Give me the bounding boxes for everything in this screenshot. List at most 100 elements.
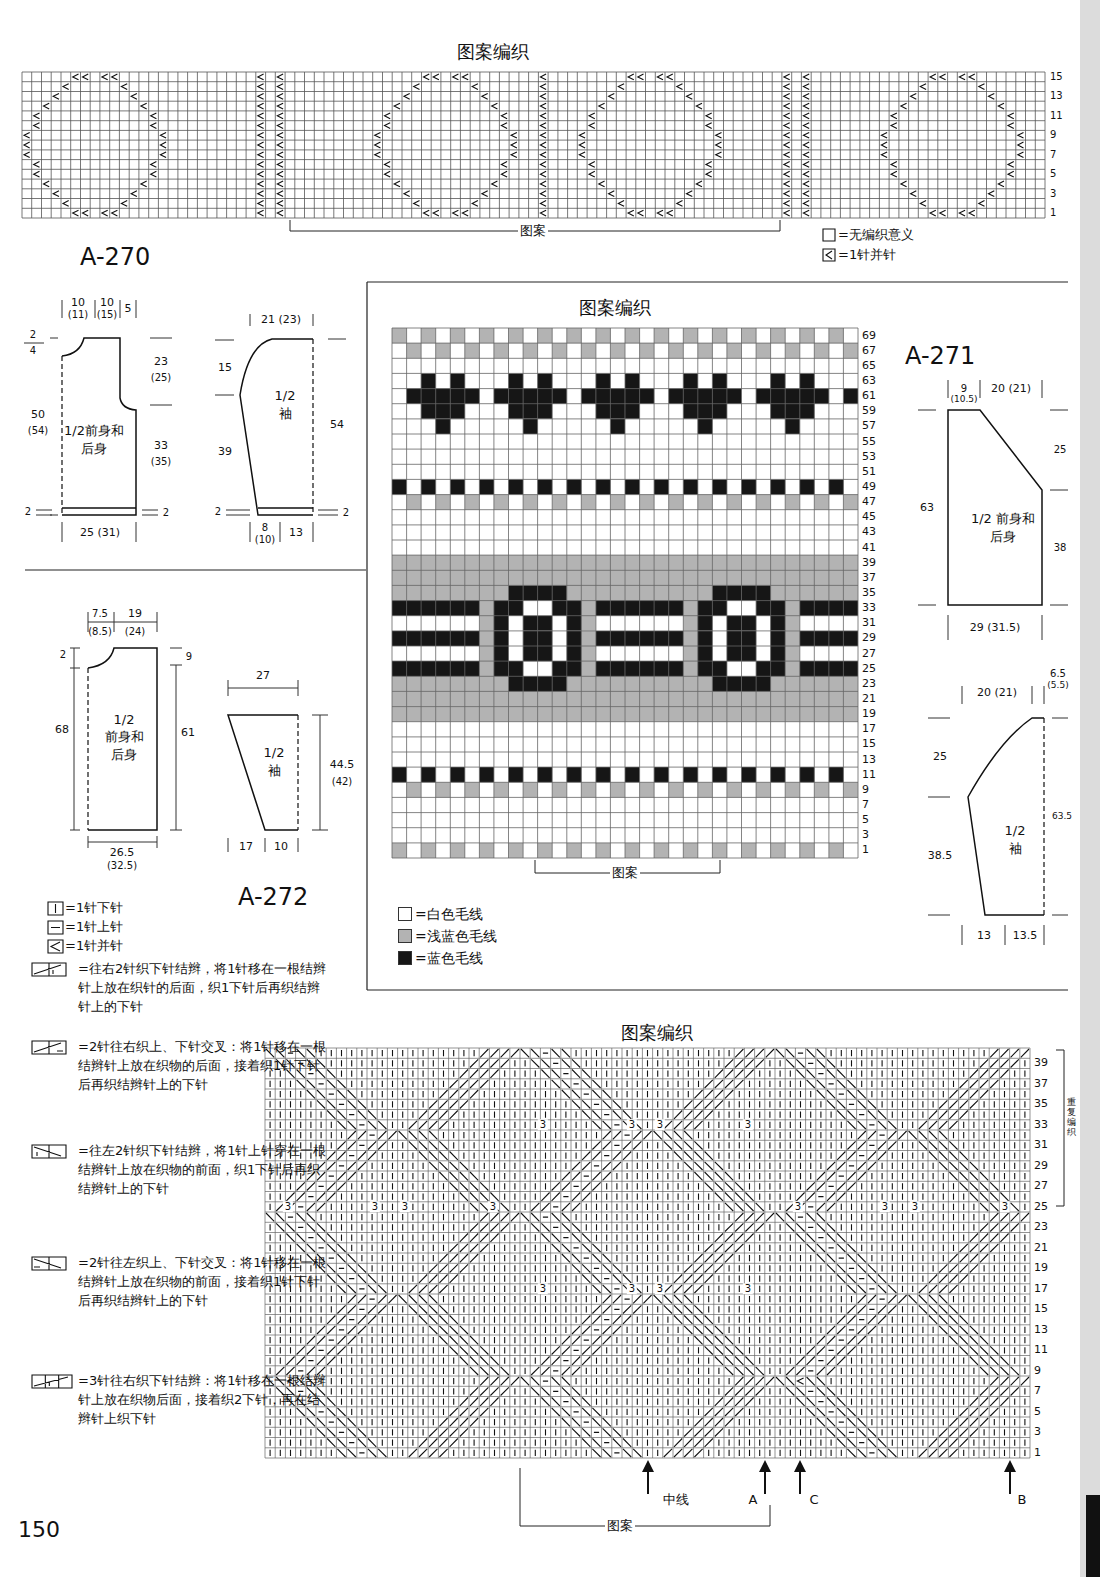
dimension-label: (42) xyxy=(332,776,353,788)
row-number: 15 xyxy=(1034,1303,1048,1316)
dimension-label: 9 xyxy=(961,383,967,395)
dimension-label: 19 xyxy=(128,608,142,621)
row-number: 3 xyxy=(1034,1426,1041,1439)
dimension-label: 44.5 xyxy=(330,759,355,772)
dimension-label: 63 xyxy=(920,502,934,515)
dimension-label: 2 xyxy=(163,507,169,519)
row-number: 47 xyxy=(862,496,876,509)
row-number: 1 xyxy=(862,844,869,857)
piece-edge xyxy=(62,338,136,515)
dimension-line xyxy=(70,612,182,848)
legend-text: =无编织意义 xyxy=(838,228,914,243)
color-swatch xyxy=(398,951,412,965)
symbol-drawing xyxy=(48,902,63,915)
dimension-line xyxy=(215,314,346,542)
row-number: 3 xyxy=(1050,188,1056,200)
dimension-label: (25) xyxy=(151,372,172,384)
row-number: 69 xyxy=(862,329,876,342)
row-number: 1 xyxy=(1034,1447,1041,1460)
page-edge xyxy=(1086,1495,1100,1577)
row-number: 55 xyxy=(862,435,876,448)
legend-text: =往右2针织下针结辫，将1针移在一根结辫针上放在织针的后面，织1下针后再织结辫针… xyxy=(78,960,330,1017)
cable-count: 3 xyxy=(370,1201,380,1213)
legend-text: =1针并针 xyxy=(65,939,123,954)
cable-count: 3 xyxy=(655,1283,665,1295)
center-line xyxy=(61,356,62,515)
legend-symbol xyxy=(822,228,836,242)
row-number: 39 xyxy=(862,556,876,569)
dimension-label: (5.5) xyxy=(1047,680,1068,690)
row-number: 27 xyxy=(862,647,876,660)
row-number: 35 xyxy=(1034,1098,1048,1111)
cable-count: 3 xyxy=(538,1283,548,1295)
center-line xyxy=(87,668,88,830)
bracket xyxy=(520,1468,770,1526)
symbol-drawing xyxy=(48,940,63,953)
row-number: 45 xyxy=(862,511,876,524)
piece-name: 1/2 前身和 后身 xyxy=(100,711,148,764)
row-number: 9 xyxy=(1034,1365,1041,1378)
row-number: 37 xyxy=(862,572,876,585)
piece-outline xyxy=(232,332,320,522)
cable-count: 3 xyxy=(400,1201,410,1213)
bracket-label: 图案 xyxy=(605,1519,635,1534)
row-number: 43 xyxy=(862,526,876,539)
page-number: 150 xyxy=(18,1517,60,1542)
row-number: 67 xyxy=(862,344,876,357)
row-number: 19 xyxy=(1034,1262,1048,1275)
row-number: 27 xyxy=(1034,1180,1048,1193)
dimension-label: 29 (31.5) xyxy=(970,622,1021,635)
piece-name: 1/2 前身和 后身 xyxy=(967,510,1039,545)
row-number: 9 xyxy=(862,784,869,797)
garment-piece: 1/2 袖 xyxy=(962,712,1052,922)
dimension-label: 8 xyxy=(262,522,268,534)
garment-piece: 1/2 前身和 后身 xyxy=(942,404,1050,612)
dimension-label: 7.5 xyxy=(92,608,108,620)
color-swatch xyxy=(398,929,412,943)
row-number: 25 xyxy=(862,662,876,675)
legend-symbol xyxy=(31,1040,67,1055)
chart-grid xyxy=(22,72,1045,218)
cable-count: 3 xyxy=(655,1119,665,1131)
chart-title: 图案编织 xyxy=(621,1023,693,1044)
row-number: 5 xyxy=(1034,1406,1041,1419)
dimension-label: 39 xyxy=(218,446,232,459)
dimension-label: 17 xyxy=(239,841,253,854)
bracket-label: 图案 xyxy=(610,866,640,881)
row-number: 41 xyxy=(862,541,876,554)
cable-count: 3 xyxy=(743,1119,753,1131)
dimension-label: 25 xyxy=(933,751,947,764)
legend-symbol xyxy=(822,248,836,262)
row-number: 53 xyxy=(862,450,876,463)
legend-symbol xyxy=(31,962,67,977)
row-number: 7 xyxy=(1034,1385,1041,1398)
dimension-label: 20 (21) xyxy=(991,383,1031,396)
dimension-label: 9 xyxy=(186,651,192,663)
center-line xyxy=(312,339,313,515)
dimension-label: 10 xyxy=(274,841,288,854)
row-number: 11 xyxy=(862,768,876,781)
marker-label: A xyxy=(749,1493,758,1508)
dimension-label: 54 xyxy=(330,419,344,432)
dimension-label: (32.5) xyxy=(107,860,137,872)
marker-label: C xyxy=(809,1493,818,1508)
cable-count: 3 xyxy=(1000,1201,1010,1213)
dimension-label: 50 xyxy=(31,409,45,422)
garment-piece: 1/2前身和 后身 xyxy=(55,330,145,525)
dimension-label: 25 xyxy=(1054,444,1067,456)
light-blue-cells xyxy=(392,328,858,858)
piece-name: 1/2前身和 后身 xyxy=(61,422,127,457)
row-number: 13 xyxy=(1034,1324,1048,1337)
row-number: 21 xyxy=(862,693,876,706)
row-number: 13 xyxy=(1050,91,1063,103)
row-number: 51 xyxy=(862,466,876,479)
piece-outline xyxy=(222,709,304,836)
legend-text: =2针往右织上、下针交叉：将1针移在一根结辫针上放在织物的后面，接着织1针下针后… xyxy=(78,1038,330,1095)
legend-symbol xyxy=(31,1256,67,1271)
figure-id: A-270 xyxy=(80,244,150,272)
dimension-label: 61 xyxy=(181,727,195,740)
dimension-label: 2 xyxy=(30,329,36,341)
chart-title: 图案编织 xyxy=(579,298,651,319)
dimension-label: 2 xyxy=(343,507,349,519)
dimension-label: (15) xyxy=(97,309,118,321)
